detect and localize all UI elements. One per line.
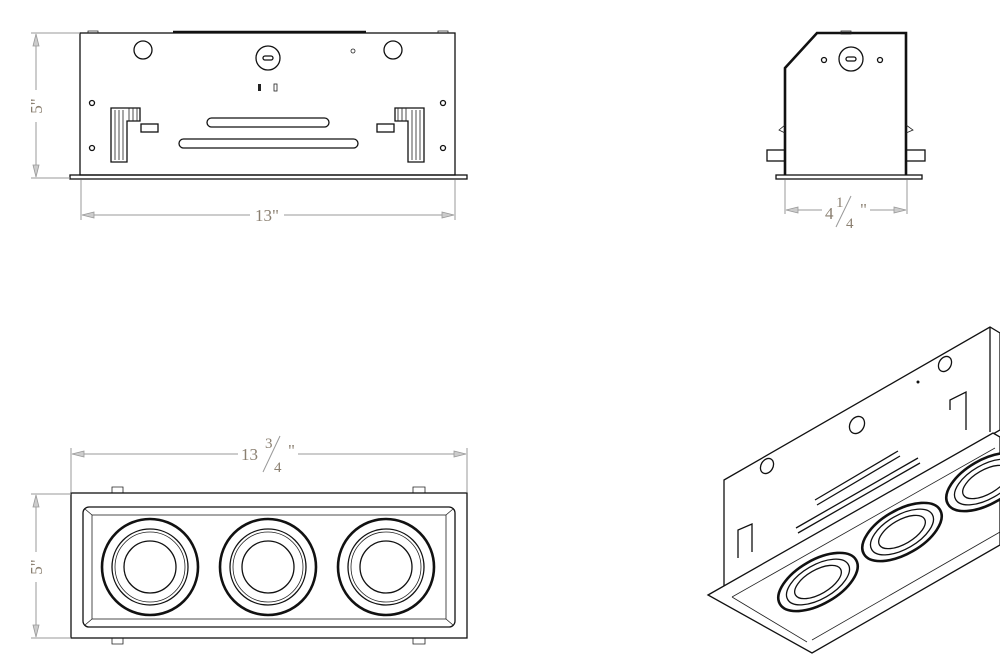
brackets <box>737 390 967 558</box>
depth-unit: " <box>860 200 867 219</box>
knockout-slot <box>845 56 857 62</box>
lamp-outer-ring <box>218 517 318 617</box>
lamp-gimbal-ring <box>229 528 307 606</box>
iso-lamp-ring <box>869 508 935 556</box>
trim-recess <box>91 514 447 620</box>
screw <box>876 56 884 64</box>
top-tab <box>840 30 852 35</box>
width-whole: 13 <box>241 445 258 464</box>
lamp-gimbal-inner <box>350 531 422 603</box>
mounting-slot-lower <box>178 138 359 149</box>
iso-lamp-group <box>777 451 1000 613</box>
screw <box>820 56 828 64</box>
depth-dimension: 4 1 4 " <box>784 180 908 232</box>
top-tabs <box>87 30 449 33</box>
mounting-slots <box>795 450 921 534</box>
depth-numerator: 1 <box>836 195 844 211</box>
clip-slot <box>258 84 261 91</box>
housing-front-panel <box>79 32 456 176</box>
mounting-tabs <box>111 486 426 645</box>
iso-lamp-outer <box>945 451 1000 513</box>
junction-knockout <box>255 45 281 71</box>
knockout-hole <box>937 355 953 373</box>
lamp-gimbal-inner <box>232 531 304 603</box>
side-view: 4 1 4 " <box>766 30 926 232</box>
lamp-lens <box>241 540 295 594</box>
depth-denominator: 4 <box>846 216 854 232</box>
pin-hole <box>350 48 356 54</box>
housing-back-panel <box>723 326 1000 590</box>
lamp <box>218 517 318 617</box>
height-label: 5" <box>27 98 46 113</box>
pin-hole <box>916 380 920 384</box>
trim-inner <box>82 506 456 628</box>
lamp-gimbal-ring <box>347 528 425 606</box>
lamp-lens <box>123 540 177 594</box>
width-numerator: 3 <box>265 436 273 452</box>
junction-knockout <box>848 415 866 435</box>
iso-lamp-ring <box>953 458 1000 506</box>
height-dimension: 5" <box>27 32 80 179</box>
iso-lamp-outer <box>777 551 859 613</box>
flange <box>775 174 923 180</box>
screws <box>88 99 447 152</box>
bottom-view: 13 3 4 " 5" <box>27 435 468 645</box>
bracket-left <box>110 107 159 163</box>
width-label: 13" <box>255 206 279 225</box>
iso-lamp-lens <box>962 464 1000 500</box>
junction-knockout <box>838 46 864 72</box>
iso-lamp <box>861 501 943 563</box>
width-dimension: 13" <box>80 180 456 225</box>
lamp-outer-ring <box>100 517 200 617</box>
height-dimension: 5" <box>27 493 71 639</box>
lamp-lens <box>359 540 413 594</box>
bracket-right <box>376 107 425 163</box>
knockout-slot <box>262 55 274 61</box>
flange <box>69 174 468 180</box>
width-unit: " <box>288 441 295 460</box>
iso-lamp <box>945 451 1000 513</box>
trim-corners <box>84 508 454 626</box>
housing-side-profile <box>783 31 908 175</box>
lamp-group <box>100 517 436 617</box>
trim-inner-edge <box>731 447 1000 643</box>
side-clip-left <box>766 149 786 162</box>
lamp-outer-ring <box>336 517 436 617</box>
iso-lamp-outer <box>861 501 943 563</box>
lamp <box>336 517 436 617</box>
knockout-hole <box>383 40 403 60</box>
mounting-slot-upper <box>206 117 330 128</box>
lamp <box>100 517 200 617</box>
side-clip-right <box>905 149 926 162</box>
iso-lamp-lens <box>878 514 926 550</box>
iso-lamp-lens <box>794 564 842 600</box>
width-dimension: 13 3 4 " <box>70 435 468 492</box>
iso-lamp-ring <box>785 558 851 606</box>
knockout-hole <box>133 40 153 60</box>
trim-outer <box>70 492 468 639</box>
iso-lamp <box>777 551 859 613</box>
depth-whole: 4 <box>825 204 834 223</box>
height-label: 5" <box>27 559 46 574</box>
spring-clips <box>778 124 914 134</box>
knockout-hole <box>759 457 775 475</box>
isometric-view <box>706 326 1000 654</box>
lamp-gimbal-ring <box>111 528 189 606</box>
width-denominator: 4 <box>274 460 282 476</box>
lamp-gimbal-inner <box>114 531 186 603</box>
front-view: 5" 13" <box>27 30 468 225</box>
clip-slot <box>273 83 278 92</box>
